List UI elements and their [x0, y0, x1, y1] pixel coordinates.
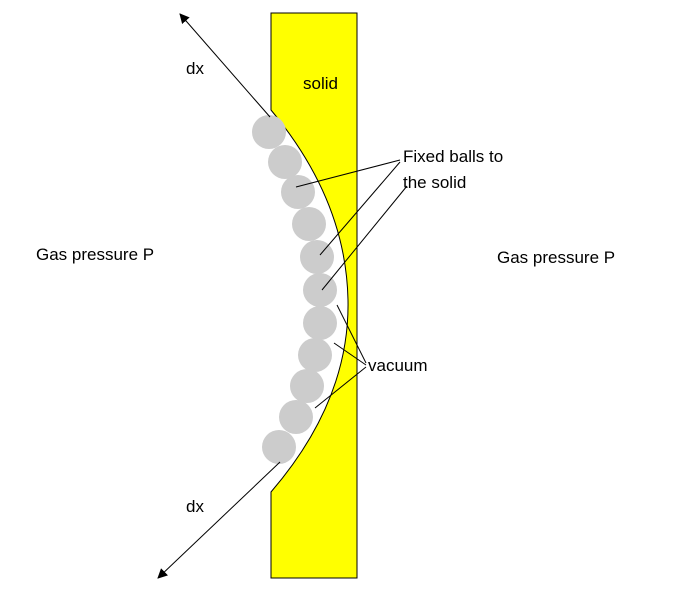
ball: [292, 207, 326, 241]
vacuum-leader-3: [314, 366, 367, 409]
ball: [262, 430, 296, 464]
vacuum-leader-2: [333, 342, 367, 366]
fixed-balls-leader-2: [319, 161, 401, 256]
vacuum-leader-1: [336, 304, 367, 364]
ball: [252, 115, 286, 149]
ball: [279, 400, 313, 434]
fixed-balls-label-line2: the solid: [403, 173, 466, 192]
vacuum-label: vacuum: [368, 356, 428, 375]
fixed-balls-leader-1: [295, 159, 401, 188]
ball: [303, 306, 337, 340]
fixed-balls-label-line1: Fixed balls to: [403, 147, 503, 166]
fixed-balls: [252, 115, 337, 464]
ball: [281, 175, 315, 209]
fixed-balls-leader-3: [321, 185, 408, 291]
ball: [268, 145, 302, 179]
solid-body: [270, 12, 358, 579]
dx-label-bottom: dx: [186, 497, 204, 516]
dx-arrow-top: [179, 13, 271, 118]
dx-arrow-bottom: [157, 461, 281, 579]
dx-label-top: dx: [186, 59, 204, 78]
ball: [290, 369, 324, 403]
solid-label: solid: [303, 74, 338, 93]
ball: [298, 338, 332, 372]
gas-pressure-right-label: Gas pressure P: [497, 248, 615, 267]
gas-pressure-left-label: Gas pressure P: [36, 245, 154, 264]
